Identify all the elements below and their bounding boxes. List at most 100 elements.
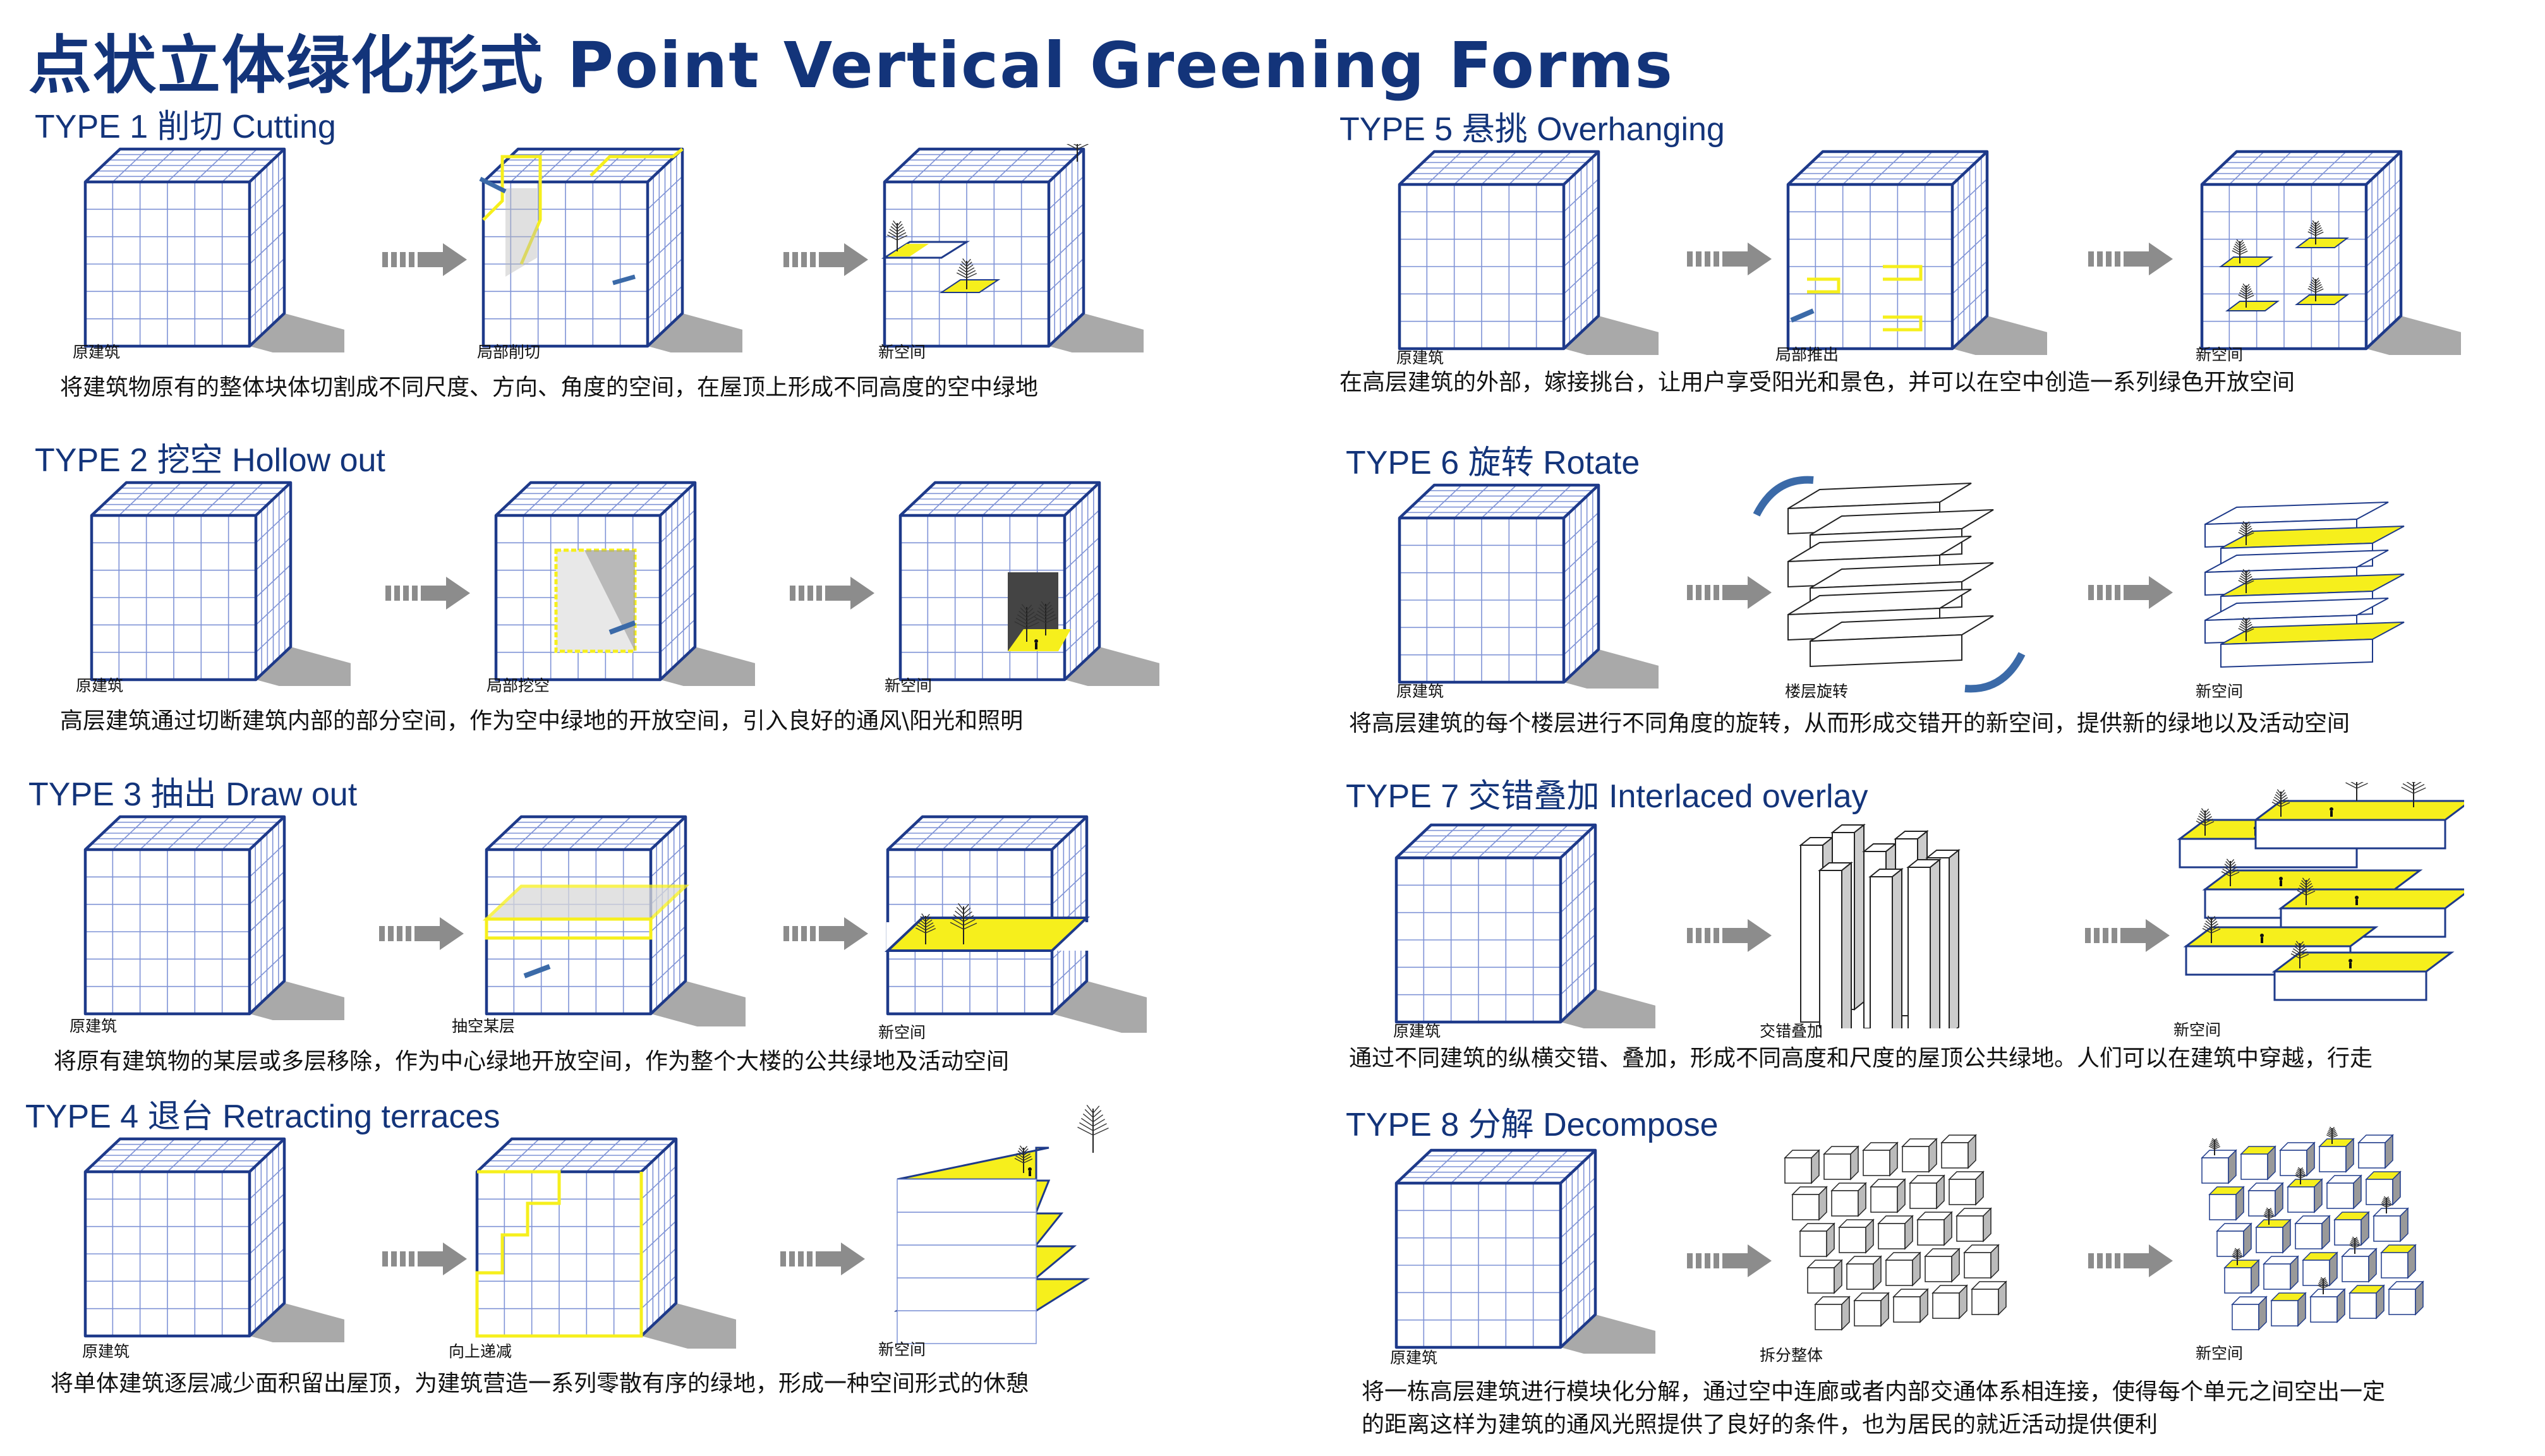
original-building-figure bbox=[1393, 480, 1659, 689]
dashed-arrow-shape bbox=[783, 917, 868, 950]
original-building-label: 原建筑 bbox=[1396, 682, 1444, 701]
process-arrow-icon bbox=[1687, 575, 1775, 613]
original-building-figure bbox=[79, 144, 344, 352]
original-building-label: 原建筑 bbox=[1393, 1022, 1441, 1040]
process-arrow-icon bbox=[780, 1241, 869, 1279]
page-title: 点状立体绿化形式 Point Vertical Greening Forms bbox=[28, 28, 1674, 102]
dashed-arrow-shape bbox=[1687, 243, 1772, 275]
tree-icon bbox=[2196, 808, 2215, 836]
type-6-title: TYPE 6 旋转 Rotate bbox=[1346, 445, 1640, 481]
type-7-title: TYPE 7 交错叠加 Interlaced overlay bbox=[1346, 778, 1868, 815]
dashed-arrow-shape bbox=[2088, 576, 2173, 609]
person-icon bbox=[1034, 639, 1038, 649]
new-space-label: 新空间 bbox=[878, 1340, 926, 1359]
new-space-figure bbox=[885, 1102, 1163, 1349]
person-icon bbox=[2260, 934, 2264, 943]
cube-block bbox=[1398, 150, 1659, 355]
draw-out-floor-figure bbox=[480, 812, 746, 1026]
dashed-arrow-shape bbox=[379, 917, 464, 950]
dashed-arrow-shape bbox=[1687, 576, 1772, 609]
split-whole-figure bbox=[1766, 1126, 2044, 1347]
tree-icon bbox=[2307, 277, 2324, 301]
process-arrow-icon bbox=[1687, 918, 1775, 956]
tree-icon bbox=[2238, 569, 2254, 593]
new-space-label: 新空间 bbox=[2196, 1344, 2244, 1363]
interlaced-overlay-figure bbox=[1782, 820, 2009, 1028]
cube-block bbox=[1394, 1148, 1655, 1354]
new-space-label: 新空间 bbox=[878, 1023, 926, 1042]
type-1-description: 将建筑物原有的整体块体切割成不同尺度、方向、角度的空间，在屋顶上形成不同高度的空… bbox=[60, 375, 1039, 400]
process-arrow-icon bbox=[1687, 1243, 1775, 1281]
process-arrow-icon bbox=[382, 1241, 471, 1279]
tree-icon bbox=[2401, 782, 2426, 807]
dashed-arrow-shape bbox=[1687, 1244, 1772, 1277]
cube-block bbox=[2200, 150, 2461, 355]
cube-block bbox=[1786, 150, 2047, 355]
tree-icon bbox=[956, 258, 977, 289]
new-space-figure bbox=[878, 144, 1144, 352]
dashed-arrow-shape bbox=[783, 243, 868, 276]
new-space-figure bbox=[2196, 480, 2461, 689]
partial-hollow-label: 局部挖空 bbox=[487, 677, 550, 695]
process-arrow-icon bbox=[2085, 918, 2173, 956]
process-arrow-icon bbox=[2088, 1243, 2177, 1281]
new-space-figure bbox=[894, 478, 1159, 686]
new-space-label: 新空间 bbox=[2196, 682, 2244, 701]
floor-rotation-label: 楼层旋转 bbox=[1785, 682, 1849, 701]
dashed-arrow-shape bbox=[2088, 243, 2173, 275]
dashed-arrow-shape bbox=[382, 1242, 467, 1275]
tree-icon bbox=[2271, 789, 2290, 817]
new-space-label: 新空间 bbox=[885, 677, 933, 695]
tree-icon bbox=[2345, 782, 2368, 801]
new-space-label: 新空间 bbox=[2196, 346, 2244, 364]
person-icon bbox=[2355, 896, 2359, 905]
type-6-panel: TYPE 6 旋转 Rotate 原建筑 楼层旋转 新空间 将高层建筑的每个楼层… bbox=[1346, 436, 2545, 764]
type-1-title: TYPE 1 削切 Cutting bbox=[35, 109, 336, 145]
person-icon bbox=[2330, 807, 2333, 817]
tree-icon bbox=[915, 913, 936, 944]
new-space-figure bbox=[2196, 147, 2461, 355]
dashed-arrow-shape bbox=[382, 243, 467, 276]
tree-icon bbox=[2231, 1248, 2244, 1265]
original-building-label: 原建筑 bbox=[1396, 349, 1444, 367]
partial-push-out-label: 局部推出 bbox=[1775, 346, 1839, 364]
type-5-panel: TYPE 5 悬挑 Overhanging 原建筑 局部推出 新空间 在高层建筑… bbox=[1339, 102, 2545, 431]
original-building-label: 原建筑 bbox=[73, 343, 121, 361]
cube-block bbox=[90, 481, 351, 686]
type-1-panel: TYPE 1 削切 Cutting 原建筑 局部削切 新空间 将建筑物原有的整体… bbox=[35, 100, 1267, 428]
type-7-description: 通过不同建筑的纵横交错、叠加，形成不同高度和尺度的屋顶公共绿地。人们可以在建筑中… bbox=[1349, 1045, 2373, 1071]
type-8-description-line-2: 的距离这样为建筑的通风光照提供了良好的条件，也为居民的就近活动提供便利 bbox=[1362, 1412, 2158, 1438]
tree-icon bbox=[2238, 283, 2254, 308]
tree-icon bbox=[2232, 239, 2248, 263]
new-space-label: 新空间 bbox=[878, 343, 926, 361]
type-3-panel: TYPE 3 抽出 Draw out 原建筑 抽空某层 新空间 将原有建筑物的某… bbox=[28, 767, 1260, 1096]
type-2-description: 高层建筑通过切断建筑内部的部分空间，作为空中绿地的开放空间，引入良好的通风\阳光… bbox=[60, 708, 1024, 734]
process-arrow-icon bbox=[783, 242, 872, 280]
tree-icon bbox=[1077, 1104, 1109, 1153]
process-arrow-icon bbox=[1687, 241, 1775, 279]
tree-icon bbox=[2349, 1236, 2361, 1254]
new-space-figure bbox=[2167, 782, 2464, 1028]
cube-block bbox=[485, 815, 746, 1026]
process-arrow-icon bbox=[385, 575, 474, 613]
type-4-description: 将单体建筑逐层减少面积留出屋顶，为建筑营造一系列零散有序的绿地，形成一种空间形式… bbox=[51, 1371, 1029, 1397]
partial-push-out-figure bbox=[1782, 147, 2047, 355]
dashed-arrow-shape bbox=[385, 577, 470, 610]
tree-icon bbox=[1034, 601, 1057, 635]
type-6-description: 将高层建筑的每个楼层进行不同角度的旋转，从而形成交错开的新空间，提供新的绿地以及… bbox=[1349, 711, 2350, 737]
step-reduction-figure bbox=[471, 1134, 736, 1349]
original-building-figure bbox=[79, 812, 344, 1020]
cube-block bbox=[83, 147, 344, 352]
cube-block bbox=[481, 147, 742, 352]
person-icon bbox=[2279, 877, 2283, 886]
process-arrow-icon bbox=[379, 916, 468, 954]
original-building-label: 原建筑 bbox=[70, 1017, 118, 1035]
partial-cut-label: 局部削切 bbox=[477, 343, 541, 361]
tree-icon bbox=[1014, 604, 1039, 642]
tree-icon bbox=[2202, 915, 2221, 943]
tree-icon bbox=[2238, 520, 2254, 545]
partial-cut-figure bbox=[477, 144, 742, 352]
original-building-figure bbox=[1390, 1145, 1655, 1354]
process-arrow-icon bbox=[2088, 575, 2177, 613]
type-8-panel: TYPE 8 分解 Decompose 原建筑 拆分整体 新空间 将一栋高层建筑… bbox=[1346, 1098, 2545, 1438]
